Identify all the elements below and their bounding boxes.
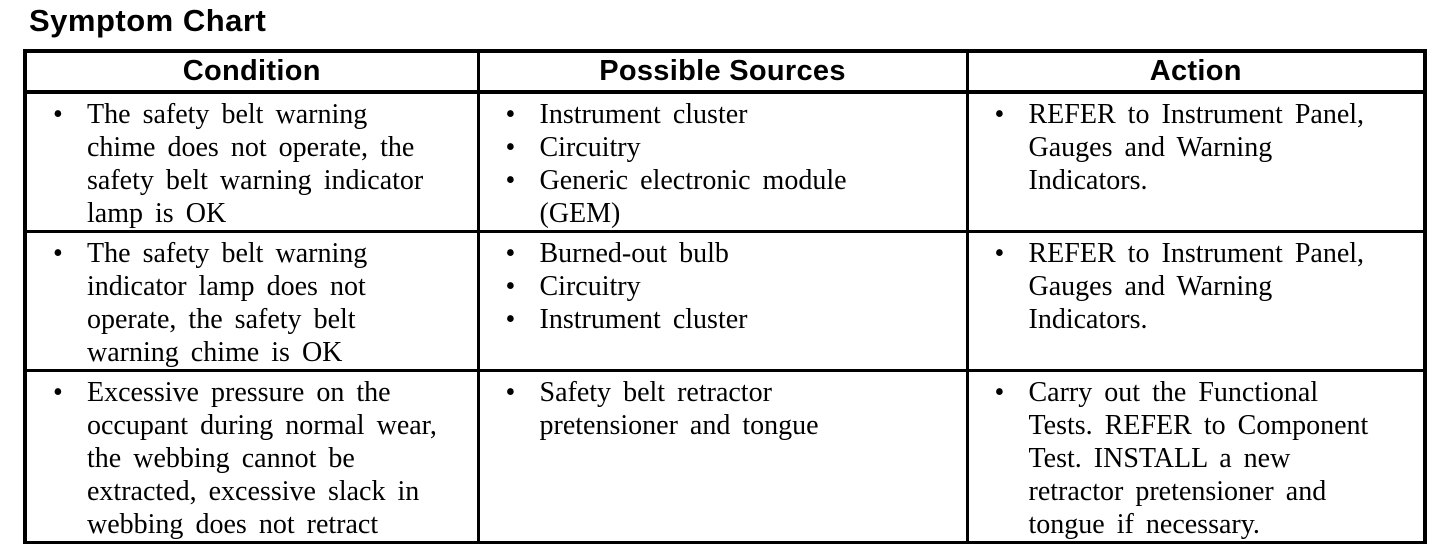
bullet-list: The safety belt warning chime does not o… [27,98,471,230]
bullet-list: Carry out the Functional Tests. REFER to… [969,376,1418,541]
condition-cell: The safety belt warning indicator lamp d… [23,230,480,372]
list-item: Instrument cluster [506,303,960,336]
column-header-action: Action [965,49,1427,94]
table-row: Excessive pressure on the occupant durin… [23,369,1427,544]
list-item: Carry out the Functional Tests. REFER to… [995,376,1418,541]
list-item: REFER to Instrument Panel, Gauges and Wa… [995,237,1418,336]
condition-cell: Excessive pressure on the occupant durin… [23,369,480,544]
list-item: Generic electronic module (GEM) [506,164,960,230]
possible-sources-cell: Burned-out bulb Circuitry Instrument clu… [476,230,969,372]
possible-sources-cell: Safety belt retractor pretensioner and t… [476,369,969,544]
list-item: The safety belt warning chime does not o… [53,98,471,230]
table-header-row: Condition Possible Sources Action [23,49,1427,94]
page-title: Symptom Chart [29,3,267,38]
table-row: The safety belt warning chime does not o… [23,90,1427,233]
list-item: Burned-out bulb [506,237,960,270]
bullet-list: REFER to Instrument Panel, Gauges and Wa… [969,98,1418,197]
bullet-list: The safety belt warning indicator lamp d… [27,237,471,369]
table-row: The safety belt warning indicator lamp d… [23,230,1427,372]
bullet-list: REFER to Instrument Panel, Gauges and Wa… [969,237,1418,336]
list-item: Instrument cluster [506,98,960,131]
bullet-list: Safety belt retractor pretensioner and t… [480,376,960,442]
list-item: Circuitry [506,131,960,164]
action-cell: Carry out the Functional Tests. REFER to… [965,369,1427,544]
column-header-condition: Condition [23,49,480,94]
action-cell: REFER to Instrument Panel, Gauges and Wa… [965,90,1427,233]
symptom-chart-table: Condition Possible Sources Action The sa… [23,49,1427,544]
bullet-list: Excessive pressure on the occupant durin… [27,376,471,541]
list-item: Circuitry [506,270,960,303]
list-item: Safety belt retractor pretensioner and t… [506,376,960,442]
possible-sources-cell: Instrument cluster Circuitry Generic ele… [476,90,969,233]
list-item: REFER to Instrument Panel, Gauges and Wa… [995,98,1418,197]
column-header-possible-sources: Possible Sources [476,49,969,94]
bullet-list: Burned-out bulb Circuitry Instrument clu… [480,237,960,336]
bullet-list: Instrument cluster Circuitry Generic ele… [480,98,960,230]
condition-cell: The safety belt warning chime does not o… [23,90,480,233]
action-cell: REFER to Instrument Panel, Gauges and Wa… [965,230,1427,372]
list-item: The safety belt warning indicator lamp d… [53,237,471,369]
list-item: Excessive pressure on the occupant durin… [53,376,471,541]
